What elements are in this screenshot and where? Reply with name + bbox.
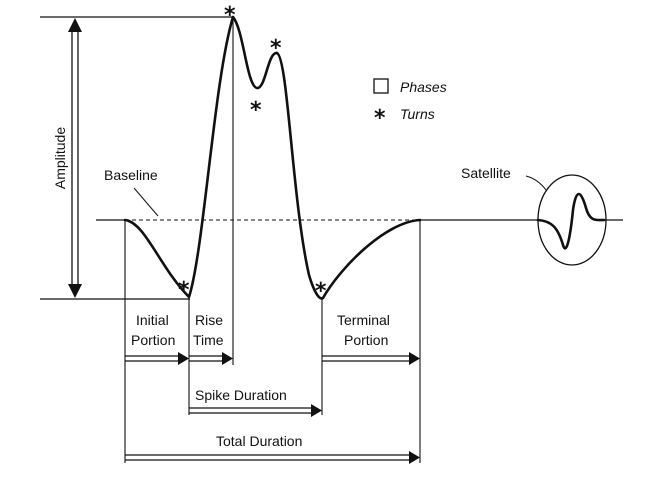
- legend-phases-label: Phases: [400, 79, 447, 95]
- satellite-waveform: [536, 192, 606, 250]
- phase-square-icon: [373, 78, 389, 94]
- satellite-pointer: [525, 175, 547, 191]
- legend-turns-label: Turns: [400, 106, 435, 122]
- terminal-portion-arrow: [322, 352, 420, 365]
- turn-marker-first-trough: *: [178, 278, 190, 303]
- satellite-label: Satellite: [461, 165, 511, 181]
- turn-marker-valley: *: [250, 98, 262, 123]
- turn-marker-second-peak: *: [270, 36, 282, 61]
- amplitude-arrow: [68, 18, 82, 298]
- terminal-portion-label-line1: Terminal: [337, 312, 390, 328]
- amplitude-label: Amplitude: [52, 127, 68, 189]
- asterisk-icon: *: [374, 106, 386, 131]
- rise-time-arrow: [189, 352, 233, 365]
- turn-marker-peak: *: [224, 3, 236, 28]
- baseline-pointer: [133, 187, 159, 217]
- baseline-label: Baseline: [104, 167, 158, 183]
- spike-duration-label: Spike Duration: [195, 387, 287, 403]
- terminal-portion-label-line2: Portion: [344, 332, 388, 348]
- initial-portion-label-line2: Portion: [131, 332, 175, 348]
- initial-portion-label-line1: Initial: [136, 312, 169, 328]
- total-duration-arrow: [125, 451, 420, 464]
- spike-duration-arrow: [189, 404, 322, 417]
- total-duration-label: Total Duration: [216, 433, 302, 449]
- initial-portion-arrow: [125, 352, 189, 365]
- rise-time-label-line1: Rise: [195, 312, 223, 328]
- rise-time-label-line2: Time: [193, 332, 224, 348]
- turn-marker-second-trough: *: [315, 279, 327, 304]
